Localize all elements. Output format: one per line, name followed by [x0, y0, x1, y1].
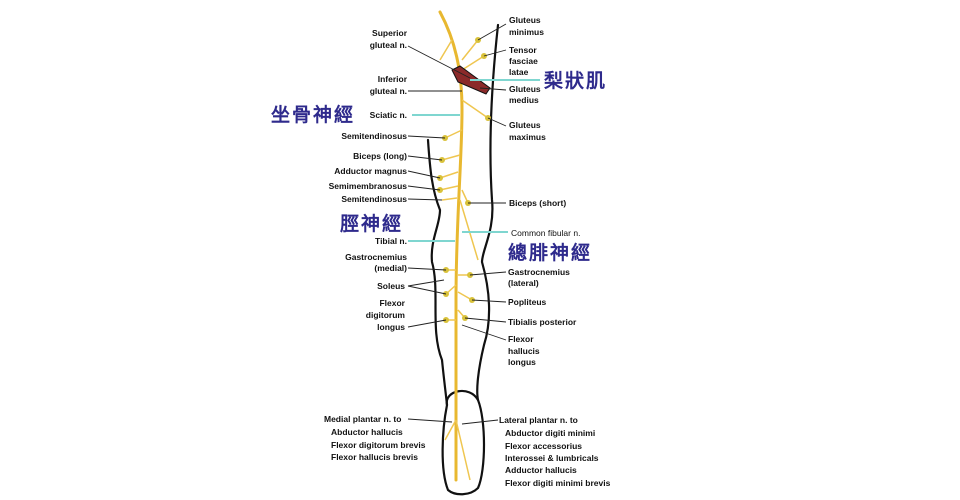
label-fdl-2: digitorum: [366, 310, 406, 320]
label-lateral-plantar-3: Flexor accessorius: [505, 441, 582, 451]
label-lateral-plantar-6: Flexor digiti minimi brevis: [505, 478, 611, 488]
label-lateral-plantar-4: Interossei & lumbricals: [505, 453, 599, 463]
highlight-lines: [408, 79, 540, 242]
medial-plantar-labels: Medial plantar n. to Abductor hallucis F…: [324, 414, 426, 462]
label-gluteus-medius-2: medius: [509, 95, 539, 105]
leader-lines: [407, 23, 507, 425]
chinese-labels: 梨狀肌 坐骨神經 脛神經 總腓神經: [271, 69, 607, 264]
label-superior-gluteal-2: gluteal n.: [370, 40, 407, 50]
label-biceps-short: Biceps (short): [509, 198, 566, 208]
label-inferior-gluteal-2: gluteal n.: [370, 86, 407, 96]
label-tfl-3: latae: [509, 67, 529, 77]
label-lateral-plantar-1: Lateral plantar n. to: [499, 415, 578, 425]
leg-outline: [426, 23, 500, 496]
label-fhl-3: longus: [508, 357, 536, 367]
label-semitendinosus-1: Semitendinosus: [341, 131, 407, 141]
label-gastrocnemius-lateral-1: Gastrocnemius: [508, 267, 570, 277]
label-gluteus-maximus-2: maximus: [509, 132, 546, 142]
label-popliteus: Popliteus: [508, 297, 547, 307]
label-gastrocnemius-lateral-2: (lateral): [508, 278, 539, 288]
label-medial-plantar-2: Abductor hallucis: [331, 427, 403, 437]
label-fdl-3: longus: [377, 322, 405, 332]
label-gluteus-minimus-2: minimus: [509, 27, 544, 37]
label-zh-piriformis: 梨狀肌: [543, 69, 607, 92]
label-gluteus-minimus-1: Gluteus: [509, 15, 541, 25]
label-fhl-1: Flexor: [508, 334, 534, 344]
label-lateral-plantar-5: Adductor hallucis: [505, 465, 577, 475]
label-medial-plantar-3: Flexor digitorum brevis: [331, 440, 426, 450]
label-semitendinosus-2: Semitendinosus: [341, 194, 407, 204]
label-superior-gluteal-1: Superior: [372, 28, 408, 38]
label-zh-common-fibular: 總腓神經: [508, 241, 592, 264]
label-tibialis-posterior: Tibialis posterior: [508, 317, 577, 327]
label-fdl-1: Flexor: [379, 298, 405, 308]
label-gastrocnemius-medial-2: (medial): [374, 263, 407, 273]
label-lateral-plantar-2: Abductor digiti minimi: [505, 428, 595, 438]
label-soleus: Soleus: [377, 281, 405, 291]
label-fhl-2: hallucis: [508, 346, 540, 356]
label-gluteus-maximus-1: Gluteus: [509, 120, 541, 130]
label-medial-plantar-1: Medial plantar n. to: [324, 414, 401, 424]
right-labels: Gluteus minimus Tensor fasciae latae Glu…: [499, 15, 611, 488]
label-gastrocnemius-medial-1: Gastrocnemius: [345, 252, 407, 262]
label-inferior-gluteal-1: Inferior: [378, 74, 408, 84]
label-common-fibular: Common fibular n.: [511, 228, 580, 238]
label-gluteus-medius-1: Gluteus: [509, 84, 541, 94]
label-zh-tibial: 脛神經: [339, 212, 403, 235]
label-adductor-magnus: Adductor magnus: [334, 166, 407, 176]
label-medial-plantar-4: Flexor hallucis brevis: [331, 452, 418, 462]
label-biceps-long: Biceps (long): [353, 151, 407, 161]
label-semimembranosus: Semimembranosus: [329, 181, 408, 191]
label-tfl-2: fasciae: [509, 56, 538, 66]
label-sciatic: Sciatic n.: [370, 110, 407, 120]
label-zh-sciatic: 坐骨神經: [271, 103, 355, 126]
label-tibial: Tibial n.: [375, 236, 407, 246]
label-tfl-1: Tensor: [509, 45, 537, 55]
left-labels: Superior gluteal n. Inferior gluteal n. …: [329, 28, 408, 332]
